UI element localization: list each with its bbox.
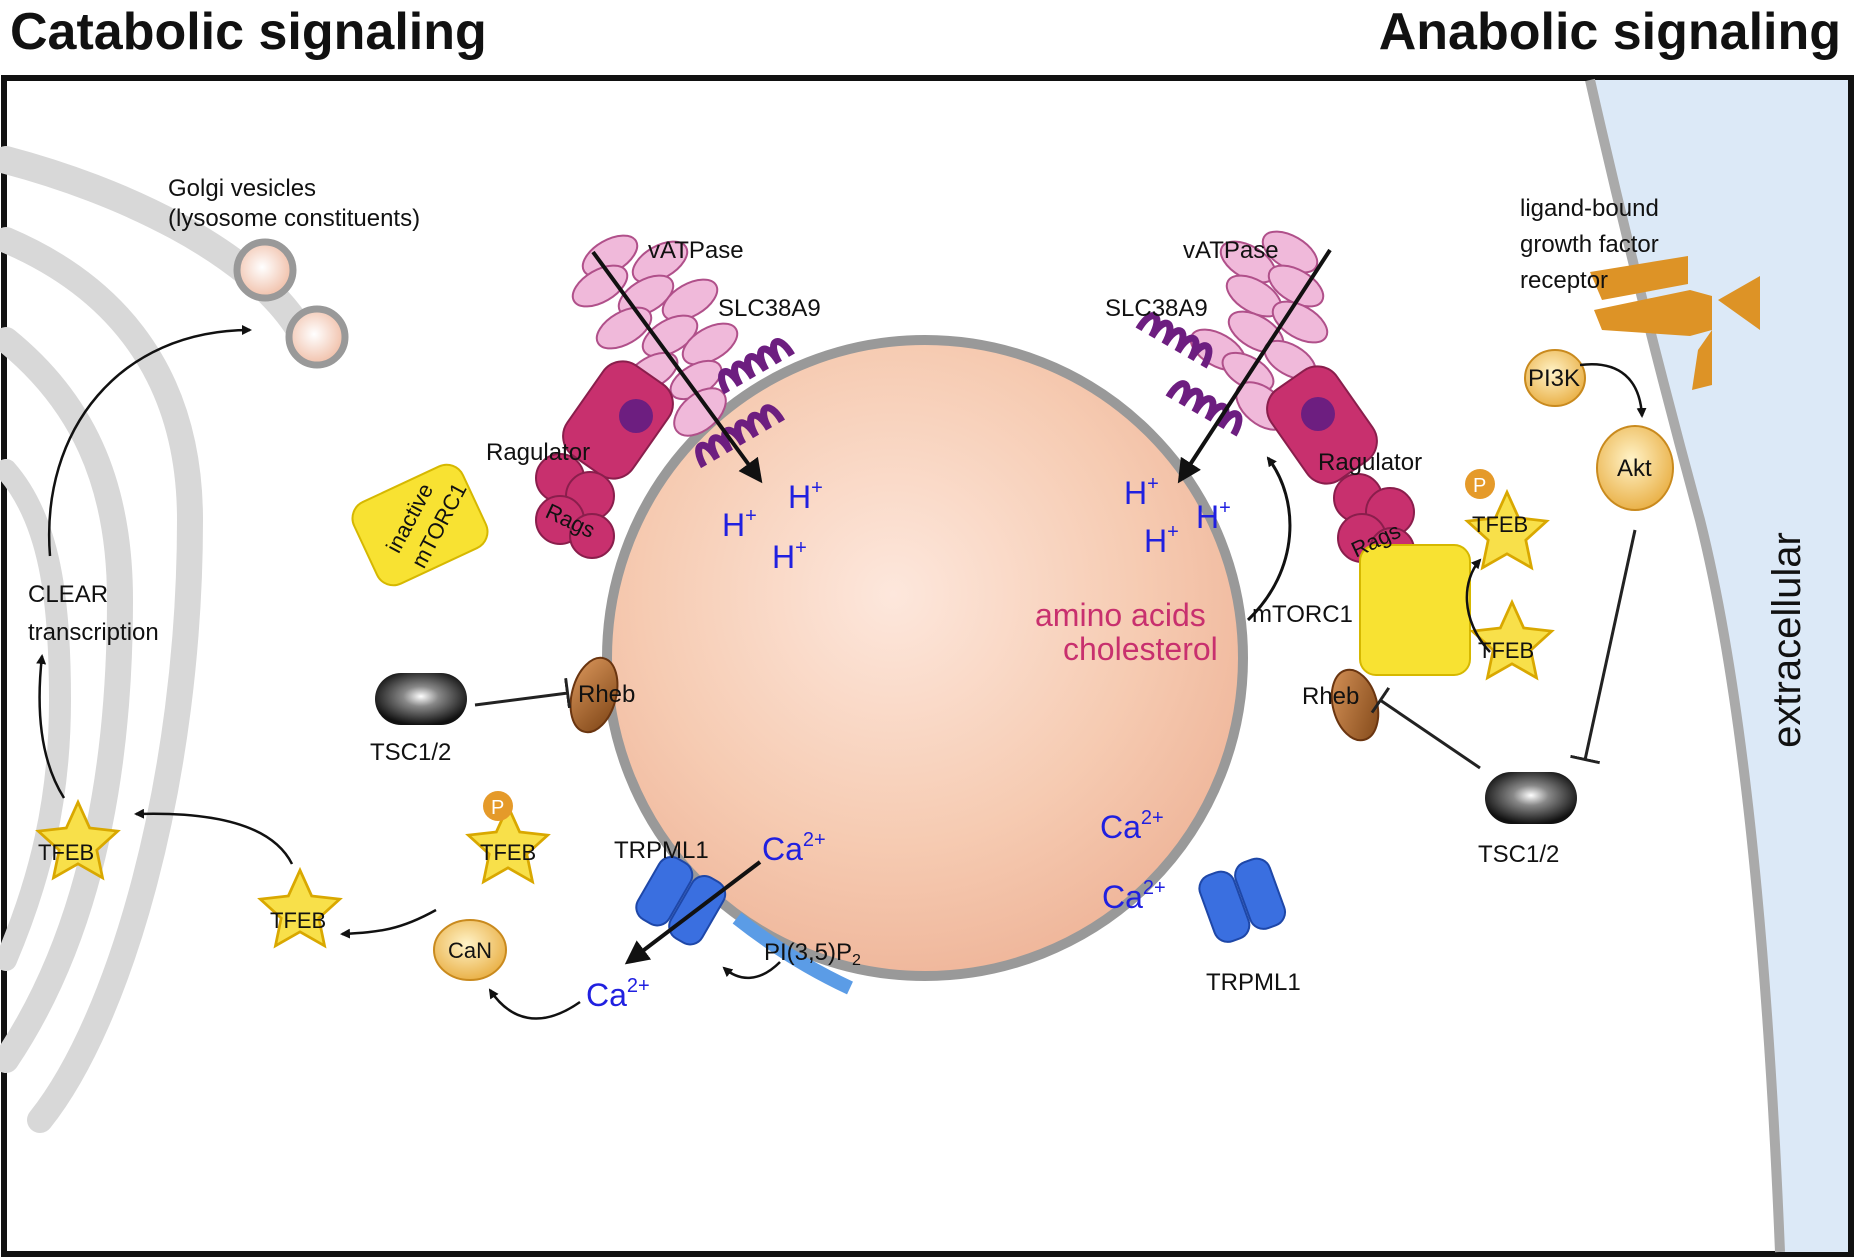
trpml1-label-left: TRPML1 [614,837,709,864]
trpml1-channel-right [1198,857,1287,943]
proton-pump-arrow-right [1177,248,1332,484]
tsc-inhibits-rheb-right [1370,687,1481,770]
pi3k-to-akt-arrow [1579,363,1647,418]
pi3k-label: PI3K [1528,365,1580,392]
mtorc1-active [1359,544,1471,676]
lysosome-signaling-diagram: Golgi vesicles (lysosome constituents) v… [0,75,1854,1257]
calcium-label: Ca2+ [762,829,826,867]
extracellular-space [1590,80,1848,1252]
calcium-label: Ca2+ [586,975,650,1013]
growth-factor-receptor [1590,256,1760,390]
slc38a9-right [1165,380,1243,437]
catabolic-signaling-heading: Catabolic signaling [10,3,487,61]
tsc-label-left: TSC1/2 [370,739,451,766]
proton-pump-arrow-left [591,250,763,484]
golgi-vesicle [233,238,297,302]
calcium-label: Ca2+ [1100,807,1164,845]
lysosome [602,335,1248,981]
calcium-activates-can-arrow [488,988,581,1020]
tfeb-label-nuclear: TFEB [38,840,94,865]
tsc-complex-left [375,673,467,725]
phospho-label-left: P [491,797,504,819]
slc38a9-left [695,404,786,469]
receptor-label-2: growth factor [1520,231,1659,258]
tfeb-nuclear-translocation-arrow [134,808,294,865]
golgi-vesicles-sublabel: (lysosome constituents) [168,205,420,232]
tfeb-label-phospho-right: TFEB [1472,512,1528,537]
receptor-label-3: receptor [1520,267,1608,294]
rheb-label-right: Rheb [1302,683,1359,710]
proton-label: H+ [722,505,757,543]
tfeb-label-phospho-left: TFEB [480,840,536,865]
inactive-mtorc1 [351,463,489,587]
anabolic-signaling-heading: Anabolic signaling [1378,3,1841,61]
rheb-left [569,656,619,734]
tfeb-label-dephospho: TFEB [270,908,326,933]
ragulator-label-left: Ragulator [486,439,590,466]
vatpase-label-right: vATPase [1183,237,1279,264]
slc38a9-right-upper [1135,312,1213,369]
extracellular-label: extracellular [1765,532,1809,748]
proton-label: H+ [788,477,823,515]
pi35p2-label: PI(3,5)P2 [764,939,861,969]
akt [1596,425,1674,511]
calcineurin [433,919,507,981]
trpml1-label-right: TRPML1 [1206,969,1301,996]
can-label: CaN [448,938,492,963]
proton-label: H+ [772,537,807,575]
tsc-label-right: TSC1/2 [1478,841,1559,868]
amino-acids-label: amino acids [1035,597,1206,633]
ragulator-left [535,360,674,559]
can-dephosphorylates-tfeb-arrow [340,908,437,939]
tsc-complex-right [1485,772,1577,824]
calcium-release-arrow [624,860,762,965]
tfeb-to-clear-arrow [36,654,66,799]
akt-inhibits-tsc [1570,529,1637,765]
amino-acid-arrow [1246,456,1292,622]
receptor-label-1: ligand-bound [1520,195,1659,222]
mtorc1-label: mTORC1 [1252,601,1353,628]
proton-label: H+ [1124,473,1159,511]
phospho-label-right: P [1473,475,1486,497]
proton-label: H+ [1144,521,1179,559]
phospho-badge-left [483,791,513,821]
slc38a9-label-right: SLC38A9 [1105,295,1208,322]
vatpase-label-left: vATPase [648,237,744,264]
akt-label: Akt [1617,455,1652,482]
golgi-vesicles-label: Golgi vesicles [168,175,316,202]
clear-label-2: transcription [28,619,159,646]
pi3k [1524,349,1586,407]
golgi-vesicle [285,305,349,369]
proton-label: H+ [1196,497,1231,535]
calcium-label: Ca2+ [1102,877,1166,915]
mtorc1-phosphorylates-tfeb [1465,558,1491,653]
clear-label: CLEAR [28,581,108,608]
pi35p2-lipid [732,912,853,995]
rheb-label-left: Rheb [578,681,635,708]
cholesterol-label: cholesterol [1063,631,1218,667]
ragulator-label-right: Ragulator [1318,449,1422,476]
golgi-apparatus [0,146,314,1133]
phospho-badge-right [1465,469,1495,499]
tsc-inhibits-rheb-left [474,677,571,709]
plasma-membrane [1585,78,1785,1253]
clear-to-golgi-arrow [47,325,252,557]
pi35p2-activates-trpml1 [722,961,781,980]
slc38a9-left-upper [718,338,795,395]
tfeb-label-right: TFEB [1478,638,1534,663]
slc38a9-label-left: SLC38A9 [718,295,821,322]
